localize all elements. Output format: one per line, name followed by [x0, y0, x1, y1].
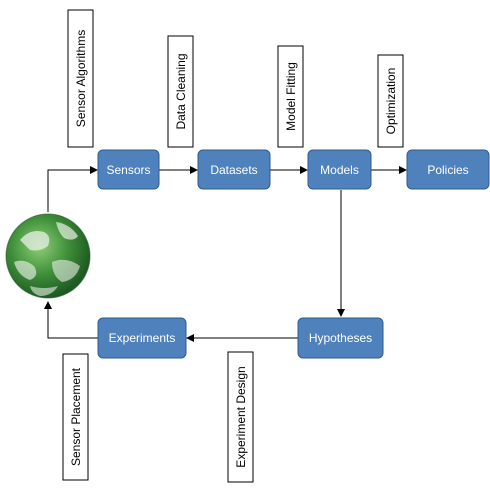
label-sensor-algorithms: Sensor Algorithms	[67, 9, 94, 148]
node-datasets-label: Datasets	[210, 163, 257, 177]
label-experiment-design: Experiment Design	[227, 351, 254, 483]
label-data-cleaning: Data Cleaning	[167, 35, 194, 148]
arrow-earth-to-sensors	[47, 166, 98, 212]
node-hypotheses-label: Hypotheses	[309, 331, 372, 345]
label-model-fitting-text: Model Fitting	[284, 62, 298, 131]
node-models-label: Models	[320, 163, 359, 177]
node-datasets: Datasets	[197, 149, 271, 190]
label-sensor-placement-text: Sensor Placement	[69, 367, 83, 466]
earth-globe-icon	[5, 213, 91, 299]
node-sensors: Sensors	[97, 149, 160, 190]
connectors	[44, 166, 407, 342]
node-models: Models	[307, 149, 372, 190]
arrow-experiments-to-earth	[44, 301, 98, 339]
node-experiments: Experiments	[97, 317, 187, 359]
node-sensors-label: Sensors	[106, 163, 150, 177]
label-experiment-design-text: Experiment Design	[234, 366, 248, 467]
label-model-fitting: Model Fitting	[277, 45, 304, 148]
node-policies-label: Policies	[427, 163, 468, 177]
label-data-cleaning-text: Data Cleaning	[174, 53, 188, 129]
node-experiments-label: Experiments	[109, 331, 176, 345]
node-hypotheses: Hypotheses	[297, 317, 384, 359]
label-sensor-placement: Sensor Placement	[62, 353, 89, 481]
label-optimization: Optimization	[377, 54, 404, 148]
node-policies: Policies	[406, 149, 490, 190]
label-sensor-algorithms-text: Sensor Algorithms	[74, 30, 88, 127]
label-optimization-text: Optimization	[384, 68, 398, 135]
